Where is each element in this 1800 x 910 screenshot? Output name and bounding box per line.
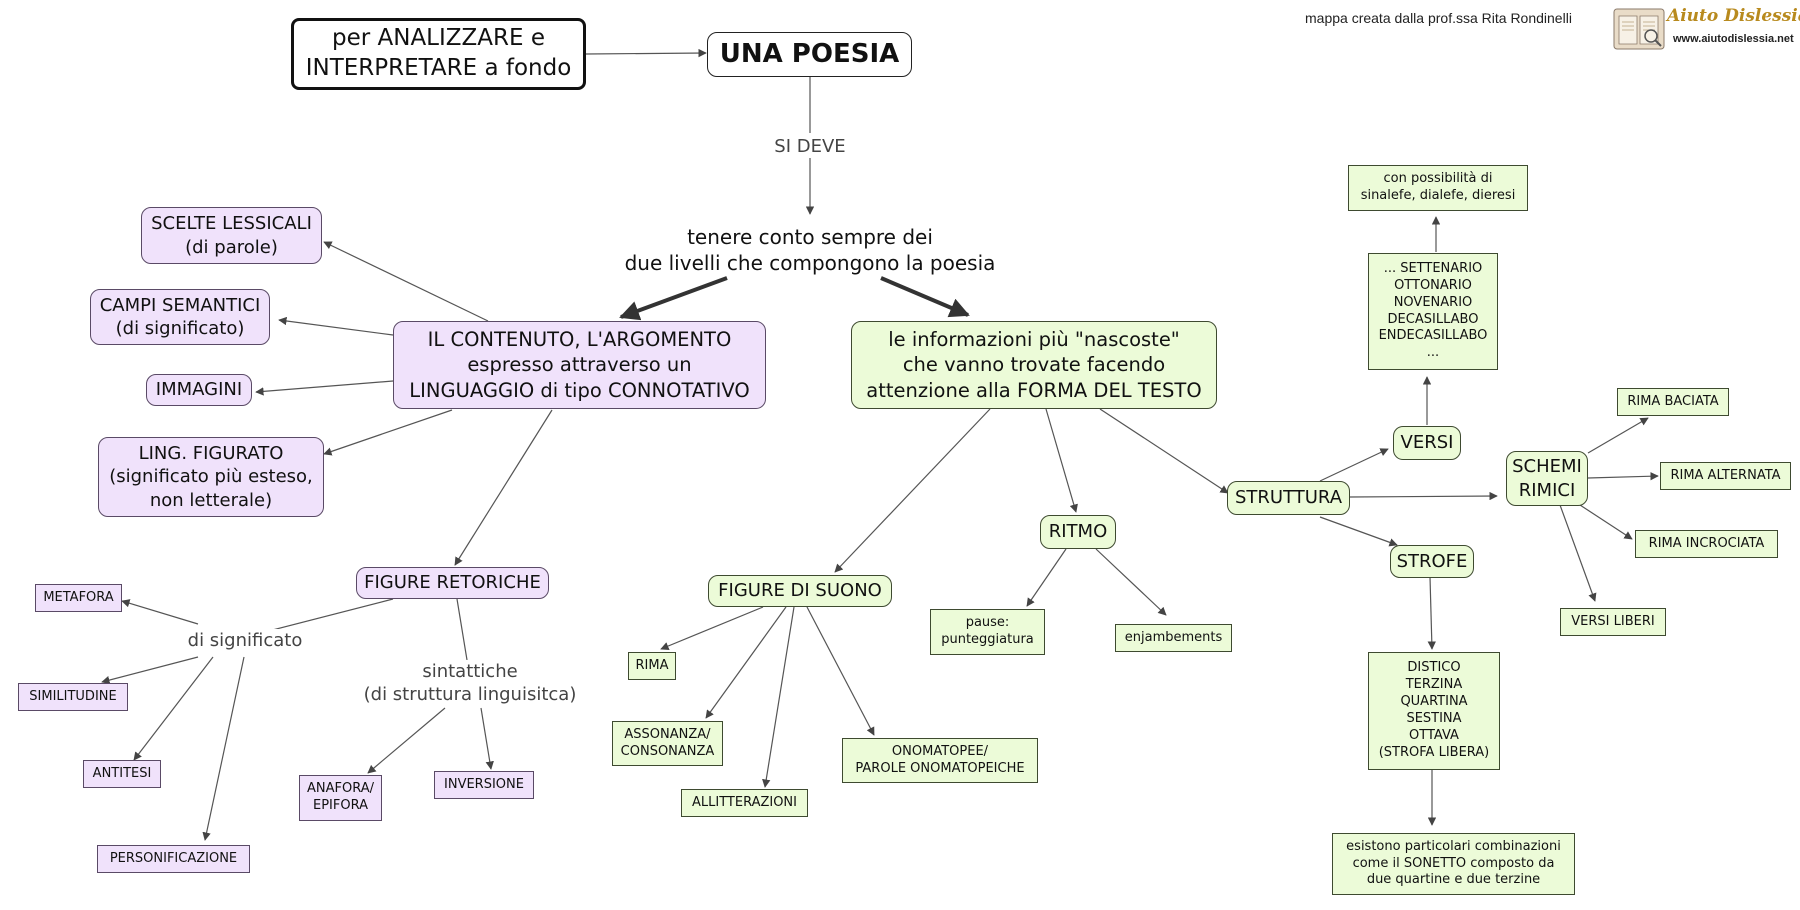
- node-inversione: INVERSIONE: [434, 771, 534, 799]
- node-ling-figurato: LING. FIGURATO (significato più esteso, …: [98, 437, 324, 517]
- node-sonetto: esistono particolari combinazioni come i…: [1332, 833, 1575, 895]
- node-rima-baciata: RIMA BACIATA: [1617, 388, 1729, 416]
- node-antitesi: ANTITESI: [83, 760, 161, 788]
- node-versi-liberi: VERSI LIBERI: [1560, 608, 1666, 636]
- logo-url: www.aiutodislessia.net: [1673, 33, 1794, 45]
- node-informazioni-nascoste: le informazioni più "nascoste" che vanno…: [851, 321, 1217, 409]
- node-assonanza-consonanza: ASSONANZA/ CONSONANZA: [612, 721, 723, 766]
- node-onomatopee: ONOMATOPEE/ PAROLE ONOMATOPEICHE: [842, 738, 1038, 783]
- aiuto-dislessia-logo: Aiuto Dislessia www.aiutodislessia.net: [1613, 6, 1800, 52]
- node-una-poesia: UNA POESIA: [707, 32, 912, 77]
- node-enjambements: enjambements: [1115, 624, 1232, 652]
- node-tenere-conto: tenere conto sempre dei due livelli che …: [624, 225, 996, 275]
- node-ritmo: RITMO: [1040, 515, 1116, 549]
- node-scelte-lessicali: SCELTE LESSICALI (di parole): [141, 207, 322, 264]
- node-tipi-strofe: DISTICO TERZINA QUARTINA SESTINA OTTAVA …: [1368, 652, 1500, 770]
- node-anafora-epifora: ANAFORA/ EPIFORA: [299, 775, 382, 821]
- node-strofe: STROFE: [1390, 545, 1474, 578]
- node-schemi-rimici: SCHEMI RIMICI: [1506, 451, 1588, 506]
- node-personificazione: PERSONIFICAZIONE: [97, 845, 250, 873]
- node-rima-alternata: RIMA ALTERNATA: [1660, 462, 1791, 490]
- node-metafora: METAFORA: [35, 584, 122, 612]
- author-credit: mappa creata dalla prof.ssa Rita Rondine…: [1305, 10, 1572, 26]
- node-campi-semantici: CAMPI SEMANTICI (di significato): [90, 289, 270, 345]
- node-versi: VERSI: [1393, 426, 1461, 460]
- node-possibilita: con possibilità di sinalefe, dialefe, di…: [1348, 165, 1528, 211]
- node-tipi-versi: ... SETTENARIO OTTONARIO NOVENARIO DECAS…: [1368, 253, 1498, 370]
- node-pause-punteggiatura: pause: punteggiatura: [930, 609, 1045, 655]
- node-analizzare: per ANALIZZARE e INTERPRETARE a fondo: [291, 18, 586, 90]
- node-figure-di-suono: FIGURE DI SUONO: [708, 575, 892, 607]
- label-sintattiche: sintattiche (di struttura linguisitca): [360, 660, 580, 707]
- node-rima: RIMA: [628, 652, 676, 680]
- label-si-deve: SI DEVE: [760, 135, 860, 159]
- label-di-significato: di significato: [180, 629, 310, 653]
- node-struttura: STRUTTURA: [1227, 481, 1350, 515]
- node-figure-retoriche: FIGURE RETORICHE: [356, 567, 549, 599]
- node-immagini: IMMAGINI: [146, 374, 252, 406]
- logo-title: Aiuto Dislessia: [1667, 6, 1800, 26]
- node-contenuto: IL CONTENUTO, L'ARGOMENTO espresso attra…: [393, 321, 766, 409]
- node-allitterazioni: ALLITTERAZIONI: [681, 789, 808, 817]
- node-similitudine: SIMILITUDINE: [18, 683, 128, 711]
- node-rima-incrociata: RIMA INCROCIATA: [1635, 530, 1778, 558]
